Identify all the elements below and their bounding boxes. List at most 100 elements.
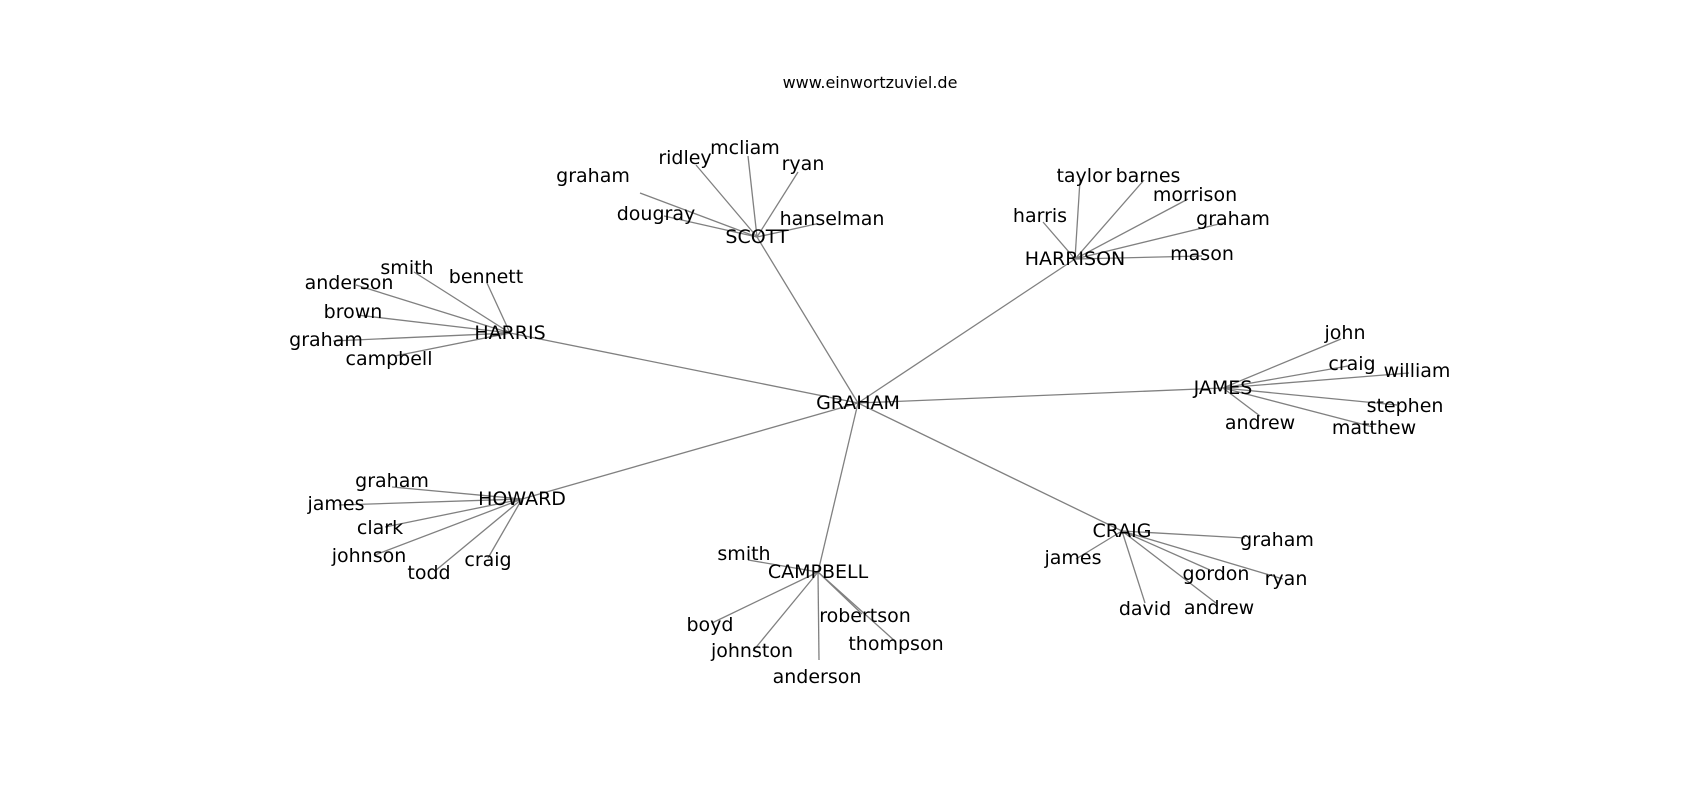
edge-campbell-johnston xyxy=(752,571,819,652)
node-leaf-james-craig: craig xyxy=(1328,353,1375,375)
node-leaf-craig-andrew: andrew xyxy=(1184,597,1254,619)
node-leaf-campbell-anderson: anderson xyxy=(773,666,862,688)
node-leaf-campbell-johnston: johnston xyxy=(710,640,793,662)
node-hub-campbell: CAMPBELL xyxy=(768,561,869,583)
edge-scott-mcliam xyxy=(747,155,758,238)
edge-scott-ryan xyxy=(756,171,799,238)
node-leaf-campbell-thompson: thompson xyxy=(848,633,943,655)
edge-harris-campbell xyxy=(394,332,511,357)
node-leaf-harris-brown: brown xyxy=(324,301,383,323)
edge-harris-brown xyxy=(356,314,511,334)
node-leaf-howard-james: james xyxy=(306,493,364,515)
edge-harris-anderson xyxy=(355,284,511,334)
edge-howard-james xyxy=(338,498,523,506)
node-center-graham: GRAHAM xyxy=(816,392,900,414)
edge-campbell-smith xyxy=(747,559,819,573)
node-leaf-scott-ridley: ridley xyxy=(658,147,711,169)
edge-center-craig xyxy=(857,402,1123,532)
node-leaf-harris-bennett: bennett xyxy=(449,266,523,288)
node-leaf-james-stephen: stephen xyxy=(1367,395,1444,417)
node-leaf-campbell-smith: smith xyxy=(717,543,770,565)
node-leaf-howard-graham: graham xyxy=(355,470,429,492)
nodes-layer: GRAHAMSCOTTdougraygrahamridleymcliamryan… xyxy=(289,137,1450,688)
node-leaf-harrison-graham: graham xyxy=(1196,208,1270,230)
edge-center-howard xyxy=(521,402,859,500)
node-leaf-campbell-robertson: robertson xyxy=(819,605,911,627)
node-hub-craig: CRAIG xyxy=(1092,520,1151,542)
node-hub-harris: HARRIS xyxy=(474,322,545,344)
edge-craig-andrew xyxy=(1121,530,1217,604)
edge-james-matthew xyxy=(1222,387,1374,428)
node-leaf-harris-campbell: campbell xyxy=(346,348,433,370)
node-leaf-craig-james: james xyxy=(1043,547,1101,569)
node-leaf-harris-smith: smith xyxy=(380,257,433,279)
site-url: www.einwortzuviel.de xyxy=(783,73,958,92)
node-leaf-howard-craig: craig xyxy=(464,549,511,571)
node-leaf-craig-david: david xyxy=(1119,598,1171,620)
node-leaf-harris-graham: graham xyxy=(289,329,363,351)
node-leaf-harris-anderson: anderson xyxy=(305,272,394,294)
edge-campbell-thompson xyxy=(817,571,897,643)
node-leaf-craig-gordon: gordon xyxy=(1183,563,1250,585)
edge-harrison-taylor xyxy=(1074,179,1081,260)
edge-howard-graham xyxy=(391,486,523,500)
edge-harrison-barnes xyxy=(1074,179,1145,260)
edge-howard-todd xyxy=(434,498,523,572)
edge-craig-graham xyxy=(1121,530,1246,539)
node-leaf-craig-graham: graham xyxy=(1240,529,1314,551)
edge-harrison-mason xyxy=(1074,255,1203,260)
edge-james-john xyxy=(1222,338,1342,389)
edge-howard-clark xyxy=(384,498,523,528)
edge-james-william xyxy=(1222,372,1410,389)
edge-james-stephen xyxy=(1222,387,1398,406)
edge-harris-graham xyxy=(332,332,511,342)
edges-layer xyxy=(332,155,1410,661)
edge-craig-david xyxy=(1121,530,1146,604)
edge-scott-dougray xyxy=(663,215,758,238)
node-leaf-harrison-mason: mason xyxy=(1170,243,1234,265)
node-leaf-scott-hanselman: hanselman xyxy=(780,208,885,230)
edge-harrison-harris xyxy=(1042,221,1076,260)
edge-craig-james xyxy=(1075,530,1123,560)
node-leaf-howard-johnson: johnson xyxy=(331,545,407,567)
node-leaf-howard-clark: clark xyxy=(357,517,403,539)
edge-campbell-anderson xyxy=(817,571,820,661)
edge-craig-ryan xyxy=(1121,530,1284,580)
node-hub-james: JAMES xyxy=(1193,377,1253,399)
node-leaf-harrison-morrison: morrison xyxy=(1153,184,1237,206)
edge-scott-graham xyxy=(639,192,758,238)
node-leaf-scott-graham: graham xyxy=(556,165,630,187)
edge-craig-gordon xyxy=(1121,530,1211,571)
edge-center-harrison xyxy=(857,258,1076,404)
node-leaf-james-william: william xyxy=(1384,360,1451,382)
edge-center-james xyxy=(857,387,1224,404)
edge-howard-johnson xyxy=(374,498,523,556)
edge-scott-hanselman xyxy=(756,223,817,238)
node-leaf-harrison-taylor: taylor xyxy=(1056,165,1111,187)
edge-howard-craig xyxy=(487,498,523,559)
node-leaf-campbell-boyd: boyd xyxy=(687,614,734,636)
edge-james-andrew xyxy=(1222,387,1261,417)
edge-center-campbell xyxy=(817,402,859,573)
edge-james-craig xyxy=(1222,365,1349,389)
node-leaf-harrison-harris: harris xyxy=(1013,205,1067,227)
node-leaf-scott-mcliam: mcliam xyxy=(710,137,780,159)
node-hub-harrison: HARRISON xyxy=(1025,248,1126,270)
node-leaf-howard-todd: todd xyxy=(407,562,450,584)
node-leaf-craig-ryan: ryan xyxy=(1265,568,1308,590)
edge-center-scott xyxy=(756,236,859,404)
edge-harris-bennett xyxy=(486,282,511,334)
edge-harrison-graham xyxy=(1074,222,1224,260)
node-leaf-james-john: john xyxy=(1324,322,1366,344)
node-hub-howard: HOWARD xyxy=(478,488,566,510)
node-leaf-harrison-barnes: barnes xyxy=(1116,165,1181,187)
edge-harrison-morrison xyxy=(1074,198,1189,260)
edge-scott-ridley xyxy=(695,164,758,238)
edge-center-harris xyxy=(509,332,859,404)
node-leaf-james-matthew: matthew xyxy=(1332,417,1416,439)
edge-harris-smith xyxy=(413,271,511,334)
edge-campbell-boyd xyxy=(711,571,819,624)
node-leaf-james-andrew: andrew xyxy=(1225,412,1295,434)
node-leaf-scott-dougray: dougray xyxy=(617,203,696,225)
